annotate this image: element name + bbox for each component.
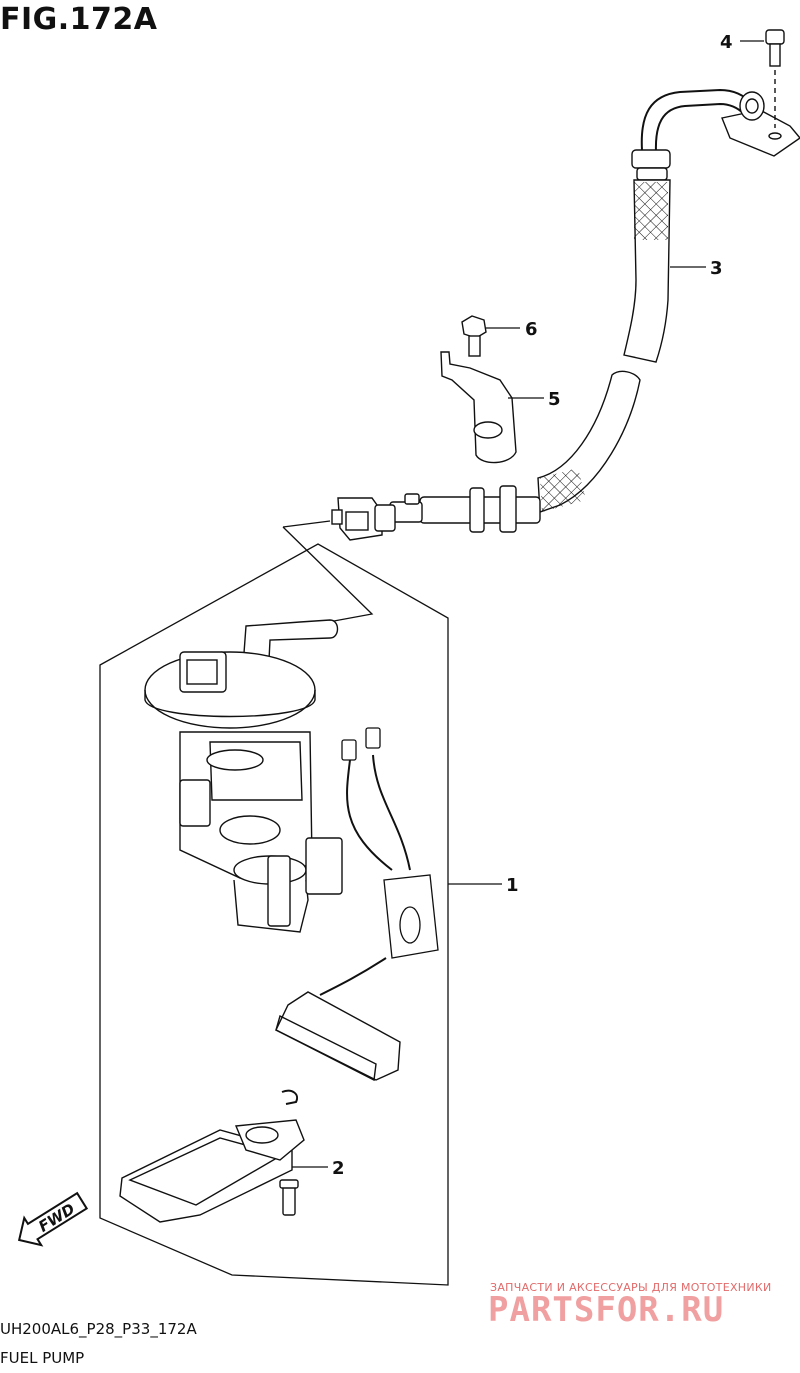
fwd-arrow-icon: FWD: [17, 1191, 89, 1247]
wire-harness: [319, 727, 439, 996]
callout-3: 3: [710, 258, 723, 279]
figure-name: FUEL PUMP: [0, 1349, 85, 1367]
figure-title: FIG.172A: [0, 2, 158, 37]
callout-2: 2: [332, 1158, 345, 1179]
leader-lines: [292, 40, 764, 1168]
callout-6: 6: [525, 319, 538, 340]
hose-clamp-bracket: [440, 351, 517, 464]
fuel-hose: [331, 88, 753, 541]
watermark-brand: PARTSFOR.RU: [488, 1290, 725, 1330]
fuel-filter: [119, 1089, 305, 1223]
callout-1: 1: [506, 875, 519, 896]
watermark-tagline: ЗАПЧАСТИ И АКСЕССУАРЫ ДЛЯ МОТОТЕХНИКИ: [490, 1281, 772, 1294]
fuel-level-float: [275, 991, 401, 1082]
fuel-pump-assembly: [144, 619, 343, 933]
bolt-6: [461, 315, 487, 357]
callout-5: 5: [548, 389, 561, 410]
figure-code: UH200AL6_P28_P33_172A: [0, 1320, 197, 1338]
hose-bracket: [721, 91, 800, 157]
bolt-4: [765, 29, 785, 128]
callout-4: 4: [720, 32, 733, 53]
